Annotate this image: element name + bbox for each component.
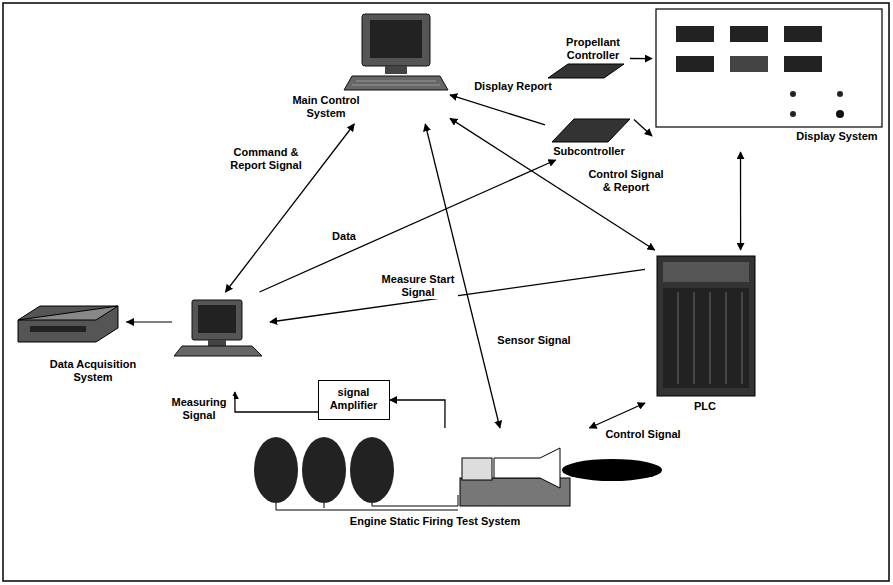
edge-label: Control Signal <box>598 428 688 441</box>
edge-label: Measuring Signal <box>164 396 234 422</box>
edge-label: Control Signal & Report <box>585 168 667 194</box>
display-node: Display System <box>652 6 885 152</box>
connector <box>630 58 652 59</box>
plc-rack <box>657 256 755 396</box>
connector <box>589 403 645 428</box>
node-label: Propellant Controller <box>558 36 628 62</box>
connector <box>634 120 652 136</box>
node-label: Subcontroller <box>545 145 633 158</box>
connector <box>450 95 545 125</box>
node-label: Main Control System <box>287 94 365 120</box>
daq-equipment <box>18 300 262 356</box>
node-label: Engine Static Firing Test System <box>315 515 555 528</box>
node-label: PLC <box>645 400 765 413</box>
edge-label: Display Report <box>466 80 560 93</box>
edge-label: Data <box>326 230 362 243</box>
connector <box>740 152 741 250</box>
plc-node: PLC <box>645 250 766 420</box>
connector <box>270 269 645 322</box>
daq-node: Data Acquisition System <box>8 292 270 392</box>
controller-node: Propellant Controller <box>540 36 630 81</box>
node-label: signal Amplifier <box>321 386 386 412</box>
display-panel <box>656 9 882 127</box>
connector <box>390 400 445 428</box>
edge-label: Sensor Signal <box>490 334 578 347</box>
node-label: Data Acquisition System <box>38 358 148 384</box>
engine-test-stand <box>254 437 662 510</box>
connector <box>235 392 318 412</box>
edge-label: Measure Start Signal <box>378 273 458 299</box>
engine-node: Engine Static Firing Test System <box>245 428 665 536</box>
edge-label: Command & Report Signal <box>220 146 312 172</box>
subcontroller-node: Subcontroller <box>545 115 634 160</box>
node-label: Display System <box>790 130 884 143</box>
frame <box>3 3 889 581</box>
subcontroller-icon <box>552 119 630 142</box>
controller-icon <box>548 64 624 78</box>
computer-icon <box>344 14 448 90</box>
computer-node: Main Control System <box>285 12 450 124</box>
amplifier-box: signal Amplifier <box>318 380 390 420</box>
